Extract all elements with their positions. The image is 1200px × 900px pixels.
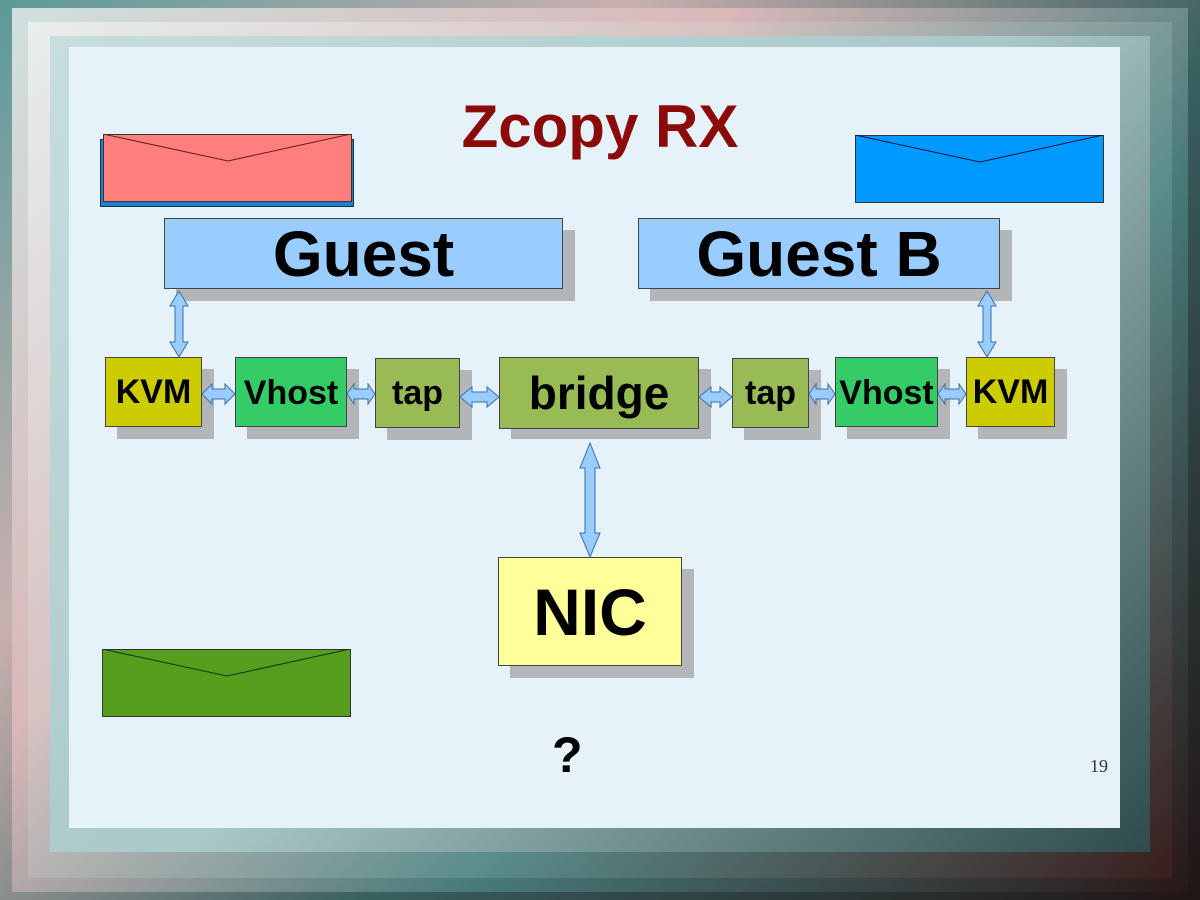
- nic-box: NIC: [498, 557, 682, 666]
- double-arrow-icon: [579, 441, 601, 559]
- double-arrow-icon: [201, 382, 236, 406]
- tap-right-box: tap: [732, 358, 809, 428]
- double-arrow-icon: [937, 382, 967, 406]
- double-arrow-icon: [346, 382, 376, 406]
- double-arrow-icon: [169, 290, 189, 358]
- guest-box: Guest: [164, 218, 563, 290]
- question-mark: ?: [552, 727, 583, 783]
- envelope-icon-red: [103, 134, 352, 202]
- page-number: 19: [1090, 756, 1108, 776]
- tap-left-box: tap: [375, 358, 460, 428]
- guest-b-box: Guest B: [638, 218, 1000, 290]
- envelope-icon-blue: [855, 135, 1104, 203]
- envelope-icon-green: [102, 649, 351, 717]
- bridge-box: bridge: [499, 357, 699, 429]
- double-arrow-icon: [459, 385, 500, 409]
- slide-title: Zcopy RX: [461, 93, 739, 160]
- double-arrow-icon: [977, 290, 997, 358]
- kvm-left-box: KVM: [105, 357, 202, 427]
- vhost-right-box: Vhost: [835, 357, 938, 427]
- vhost-left-box: Vhost: [235, 357, 347, 427]
- double-arrow-icon: [808, 382, 836, 406]
- kvm-right-box: KVM: [966, 357, 1055, 427]
- double-arrow-icon: [698, 385, 733, 409]
